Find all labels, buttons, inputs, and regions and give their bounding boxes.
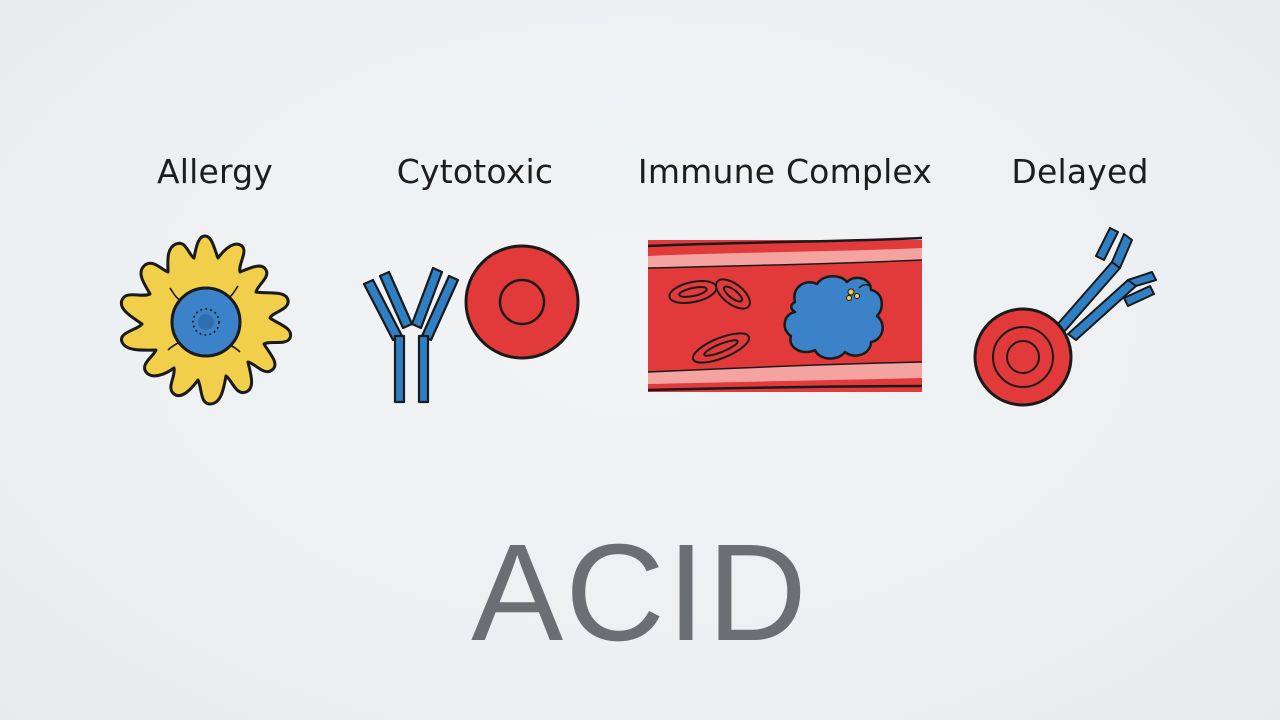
antigen-marks: [846, 288, 860, 301]
antibody-red-cell-icon: [362, 244, 580, 404]
antibody-icon: [362, 266, 460, 404]
label-delayed: Delayed: [1011, 152, 1149, 191]
label-cytotoxic: Cytotoxic: [396, 152, 554, 191]
label-allergy: Allergy: [156, 152, 274, 191]
red-blood-cell: [464, 244, 580, 360]
rbc-group: [668, 278, 751, 364]
t-cell-receptor-icon: [973, 227, 1157, 407]
target-cell: [973, 307, 1073, 407]
label-immune-complex: Immune Complex: [637, 152, 933, 191]
mnemonic-acid: ACID: [471, 516, 809, 670]
mast-cell-icon: [119, 234, 293, 406]
receptor-icon: [1055, 227, 1157, 341]
blood-vessel-complex-icon: [647, 236, 923, 392]
immune-complex-blob: [783, 275, 884, 360]
